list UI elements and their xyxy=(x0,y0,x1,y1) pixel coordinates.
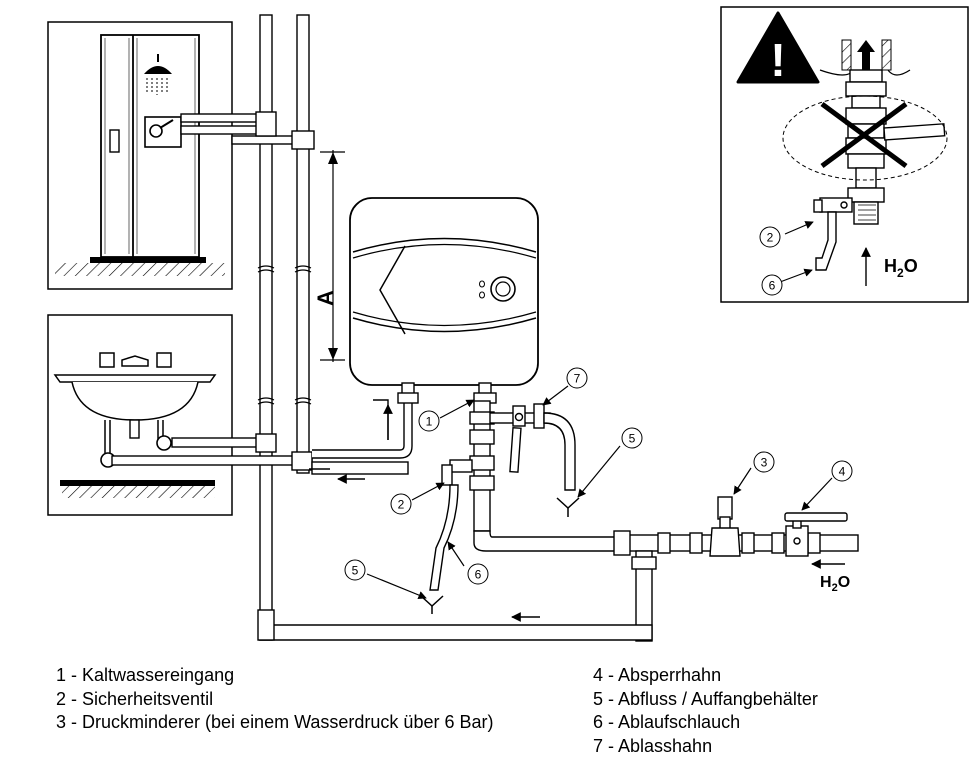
shower-floor xyxy=(90,257,206,263)
callout-6: 6 xyxy=(467,563,489,585)
callout-1-label: 1 xyxy=(426,415,433,429)
legend-item-7: 7 - Ablasshahn xyxy=(593,735,713,756)
washbasin-panel xyxy=(47,314,233,516)
riser-pipes xyxy=(257,14,312,641)
inset-callout-2: 2 xyxy=(759,226,781,248)
washbasin-floor xyxy=(60,480,215,486)
drain-valve xyxy=(489,403,576,491)
warning-icon: ! xyxy=(736,11,820,86)
legend-item-4: 4 - Absperrhahn xyxy=(593,665,722,685)
heater-connections xyxy=(397,382,497,532)
callout-2: 2 xyxy=(390,493,412,515)
callout-7: 7 xyxy=(566,367,588,389)
shower-panel xyxy=(47,21,233,290)
legend-right: 4 - Absperrhahn 5 - Abfluss / Auffangbeh… xyxy=(593,664,818,758)
callout-3-label: 3 xyxy=(761,456,768,470)
main-pipe xyxy=(257,530,859,642)
callout-4-label: 4 xyxy=(839,465,846,479)
legend-item-5: 5 - Abfluss / Auffangbehälter xyxy=(593,688,818,709)
floor-hatch-2 xyxy=(62,486,215,498)
legend-item-1: 1 - Kaltwassereingang xyxy=(56,665,235,685)
callout-3: 3 xyxy=(753,451,775,473)
legend-item-2: 2 - Sicherheitsventil xyxy=(56,688,214,709)
inset-callout-6: 6 xyxy=(761,274,783,296)
water-label: H2O xyxy=(820,574,850,594)
inset-callout-2-label: 2 xyxy=(767,231,774,245)
inset-callout-6-label: 6 xyxy=(769,279,776,293)
legend-item-3: 3 - Druckminderer (bei einem Wasserdruck… xyxy=(56,712,494,732)
pressure-reducer xyxy=(709,496,741,557)
callout-4: 4 xyxy=(831,460,853,482)
shutoff-valve xyxy=(784,512,848,557)
shower-mixer xyxy=(144,116,182,148)
callout-7-label: 7 xyxy=(574,372,581,386)
legend-item-6: 6 - Ablaufschlauch xyxy=(593,712,741,732)
inset-water-label: H2O xyxy=(884,256,918,280)
shower-feed-pipes xyxy=(180,111,315,150)
flow-arrows xyxy=(337,399,845,622)
callout-leaders xyxy=(366,385,833,600)
callout-6-label: 6 xyxy=(475,568,482,582)
floor-hatch xyxy=(55,263,225,276)
shower-icon xyxy=(144,54,172,95)
callout-1: 1 xyxy=(418,410,440,432)
legend-left: 1 - Kaltwassereingang 2 - Sicherheitsven… xyxy=(56,664,493,735)
drain-funnel xyxy=(420,497,580,614)
callouts: 1 2 6 5 5 7 3 4 xyxy=(344,367,853,585)
callout-5b-label: 5 xyxy=(629,432,636,446)
inset-panel: ! xyxy=(720,6,969,303)
callout-5a: 5 xyxy=(344,559,366,581)
warning-symbol: ! xyxy=(770,34,785,86)
dimension-label: A xyxy=(313,290,338,306)
callout-5b: 5 xyxy=(621,427,643,449)
drain-hose xyxy=(429,484,459,591)
callout-5a-label: 5 xyxy=(352,564,359,578)
washbasin-icon xyxy=(53,352,217,468)
callout-2-label: 2 xyxy=(398,498,405,512)
water-heater-icon xyxy=(349,197,539,386)
basin-feed-pipes xyxy=(111,397,413,475)
dimension-a: A xyxy=(313,150,345,362)
